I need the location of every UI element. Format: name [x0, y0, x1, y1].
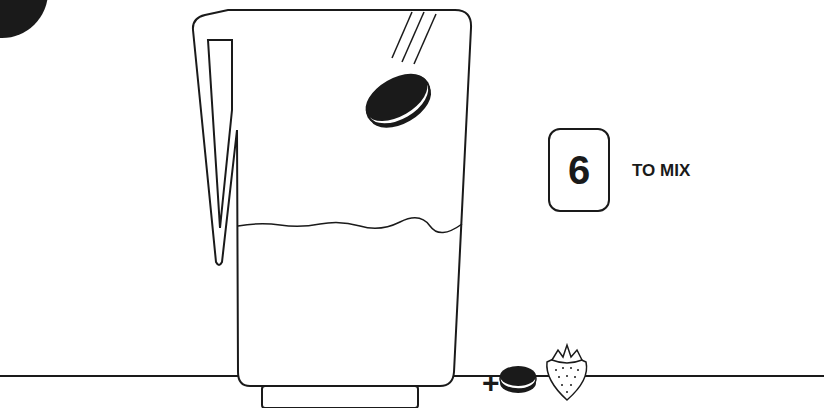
step-badge — [0, 0, 48, 38]
liquid-line — [238, 218, 462, 233]
step-number-box: 6 — [548, 128, 610, 212]
plus-sign: + — [482, 368, 500, 398]
motion-lines — [392, 12, 436, 64]
counter-line — [0, 375, 250, 377]
blender-base — [262, 386, 418, 408]
jar-handle — [208, 40, 232, 228]
step-number: 6 — [568, 150, 590, 190]
step-caption: TO MIX — [632, 162, 690, 179]
cookie-icon — [500, 366, 536, 393]
strawberry-icon — [547, 345, 587, 400]
blender-jar — [193, 10, 471, 386]
falling-cookie — [358, 64, 440, 138]
